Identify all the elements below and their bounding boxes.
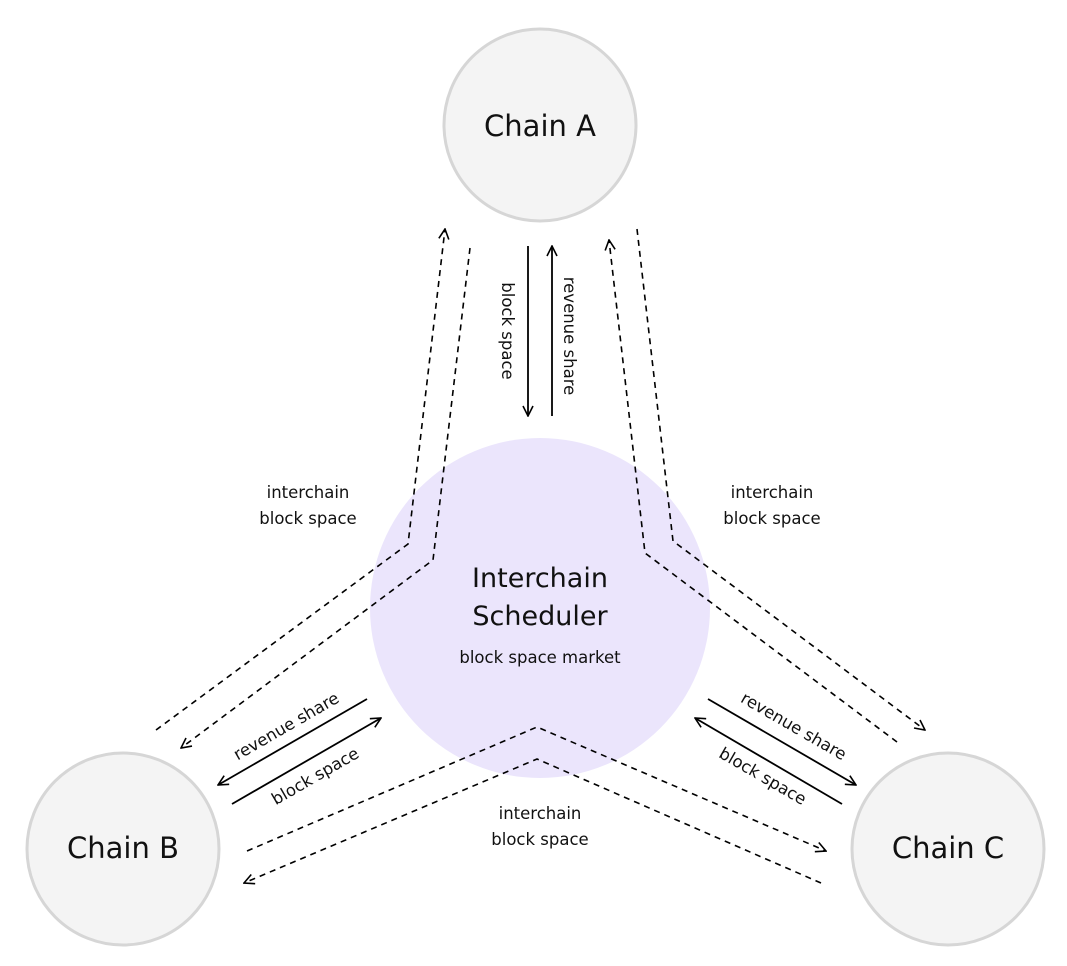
a-block-space-label: block space (498, 282, 517, 379)
bc-block-space-label: block space (491, 830, 588, 849)
c-revenue-share-arrow (707, 698, 856, 785)
a-revenue-share-label: revenue share (560, 277, 579, 396)
a-to-c-interchain-path (636, 228, 925, 730)
chain-a-circle (442, 27, 638, 223)
b-to-a-interchain-path (155, 229, 445, 731)
chain-a-label: Chain A (484, 109, 596, 143)
ac-interchain-label: interchain (731, 483, 814, 502)
chain-b-circle (25, 751, 221, 947)
chain-b-label: Chain B (67, 831, 179, 865)
chain-c-circle (850, 751, 1046, 947)
b-block-space-label: block space (268, 744, 362, 809)
ac-block-space-label: block space (723, 509, 820, 528)
scheduler-subtitle: block space market (459, 648, 621, 667)
ab-interchain-label: interchain (267, 483, 350, 502)
bc-interchain-label: interchain (499, 804, 582, 823)
scheduler-title-line2: Scheduler (472, 601, 608, 632)
chain-c-label: Chain C (892, 831, 1004, 865)
ab-block-space-label: block space (259, 509, 356, 528)
c-block-space-arrow (695, 718, 843, 805)
b-block-space-arrow (231, 718, 381, 805)
scheduler-circle (370, 438, 710, 778)
c-to-a-interchain-path (609, 240, 898, 743)
b-revenue-share-label: revenue share (230, 688, 342, 764)
a-to-b-interchain-path (181, 247, 471, 748)
b-revenue-share-arrow (218, 698, 368, 785)
c-to-b-interchain-path (244, 758, 822, 883)
scheduler-title-line1: Interchain (472, 563, 608, 594)
